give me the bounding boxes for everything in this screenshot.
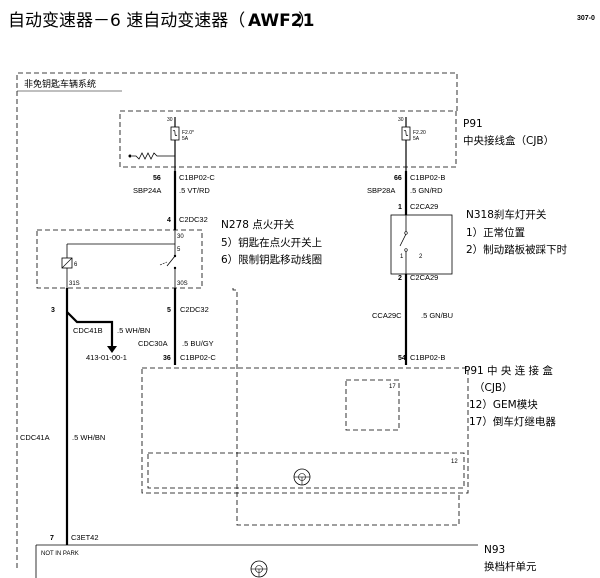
inner-system-boundary	[232, 288, 460, 526]
resistor-symbol	[132, 152, 175, 160]
left-top-circuit: SBP24A	[133, 186, 161, 195]
fuse-left-pin: 30	[167, 117, 173, 123]
cjb-bottom-box	[141, 367, 469, 494]
brake-in-pin: 1	[398, 204, 402, 211]
fuse-right-pin: 30	[398, 117, 404, 123]
brake-switch-internals: 1 2	[399, 215, 423, 274]
cca29c-color: .5 GN/BU	[421, 311, 453, 320]
fuse-left: 30 F2.0* 5A	[128, 117, 194, 171]
ign-pin30: 30	[177, 234, 184, 240]
ign-pin6: 6	[74, 262, 78, 268]
n93-in-connector: C3ET42	[71, 533, 99, 542]
right-top-color: .5 GN/RD	[410, 186, 443, 195]
right-top-pin: 66	[394, 175, 402, 182]
cjb-left-in-connector: C1BP02-C	[180, 353, 216, 362]
box12-label: 12	[451, 459, 458, 465]
brake-out-connector: C2CA29	[410, 273, 438, 282]
n93-module-icon	[250, 560, 268, 578]
brake-note-1: 1）正常位置	[466, 226, 525, 239]
cjb-top-id: P91	[463, 118, 483, 130]
n93-status: NOT IN PARK	[41, 551, 79, 557]
brake-pos-2: 2	[419, 254, 423, 260]
right-top-circuit: SBP28A	[367, 186, 395, 195]
brake-switch-box	[390, 214, 453, 275]
page-reference: 307-0	[577, 15, 595, 22]
right-top-connector: C1BP02-B	[410, 173, 445, 182]
cjb-note-12: 12）GEM模块	[469, 399, 538, 411]
brake-note-2: 2）制动踏板被踩下时	[466, 243, 568, 256]
cdc30a-circuit: CDC30A	[138, 339, 168, 348]
cjb-top-name: 中央接线盒（CJB）	[463, 134, 554, 147]
cjb-bottom-sub: （CJB）	[474, 382, 513, 394]
cdc41b-ref: 413-01-00-1	[86, 353, 127, 362]
connector-arrow	[107, 346, 117, 353]
cjb-bottom-id: P91 中 央 连 接 盒	[464, 364, 553, 377]
wire-cdc41b	[66, 311, 114, 348]
brake-in-connector: C2CA29	[410, 202, 438, 211]
ign-out5-connector: C2DC32	[180, 305, 209, 314]
fuse-left-rating: 5A	[182, 136, 189, 142]
fuse-right-name: F2.20	[413, 130, 426, 136]
fuse-left-name: F2.0*	[182, 130, 194, 136]
cca29c-circuit: CCA29C	[372, 311, 402, 320]
ign-out5-pin: 5	[167, 307, 171, 314]
cdc41a-color: .5 WH/BN	[72, 433, 105, 442]
gem-module-icon	[293, 468, 311, 486]
box17-label: 17	[389, 384, 396, 390]
ignition-switch-internals: 30 6 31S 5 30S	[61, 230, 188, 288]
system-label: 非免钥匙车辆系统	[24, 78, 96, 90]
fuse-right-rating: 5A	[413, 136, 420, 142]
cjb-left-in-pin: 36	[163, 355, 171, 362]
ignition-in-pin: 4	[167, 217, 171, 224]
brake-switch-id: N318刹车灯开关	[466, 208, 547, 221]
ign-pin5: 5	[177, 247, 181, 253]
left-top-pin: 56	[153, 175, 161, 182]
n93-in-pin: 7	[50, 535, 54, 542]
ignition-switch-id: N278 点火开关	[221, 218, 295, 231]
cdc30a-color: .5 BU/GY	[182, 339, 214, 348]
cjb-right-in-connector: C1BP02-B	[410, 353, 445, 362]
ign-pin30s: 30S	[177, 281, 188, 287]
ignition-in-connector: C2DC32	[179, 215, 208, 224]
ign-out3-pin: 3	[51, 307, 55, 314]
ignition-switch-box	[36, 229, 203, 289]
reverse-relay-box	[345, 379, 400, 431]
n93-id: N93	[484, 544, 505, 556]
left-top-connector: C1BP02-C	[179, 173, 215, 182]
cjb-right-in-pin: 54	[398, 355, 406, 362]
ignition-note-6: 6）限制钥匙移动线圈	[221, 253, 322, 266]
fuse-right: 30 F2.20 5A	[398, 117, 426, 142]
page-title-prefix: 自动变速器－6 速自动变速器（	[8, 11, 245, 31]
left-top-color: .5 VT/RD	[179, 186, 210, 195]
cjb-top-box	[119, 110, 457, 168]
ign-pin31s: 31S	[69, 281, 80, 287]
system-boundary	[16, 72, 458, 570]
cjb-note-17: 17）倒车灯继电器	[469, 415, 556, 428]
n93-name: 换档杆单元	[484, 560, 537, 573]
cdc41b-color: .5 WH/BN	[117, 326, 150, 335]
cdc41b-circuit: CDC41B	[73, 326, 103, 335]
brake-pos-1: 1	[400, 254, 404, 260]
brake-out-pin: 2	[398, 275, 402, 282]
ignition-note-5: 5）钥匙在点火开关上	[221, 236, 322, 249]
gem-module-box	[147, 452, 465, 489]
page-title-code: AWF21	[248, 11, 314, 31]
cdc41a-circuit: CDC41A	[20, 433, 50, 442]
page-title-suffix: ）	[298, 11, 315, 31]
